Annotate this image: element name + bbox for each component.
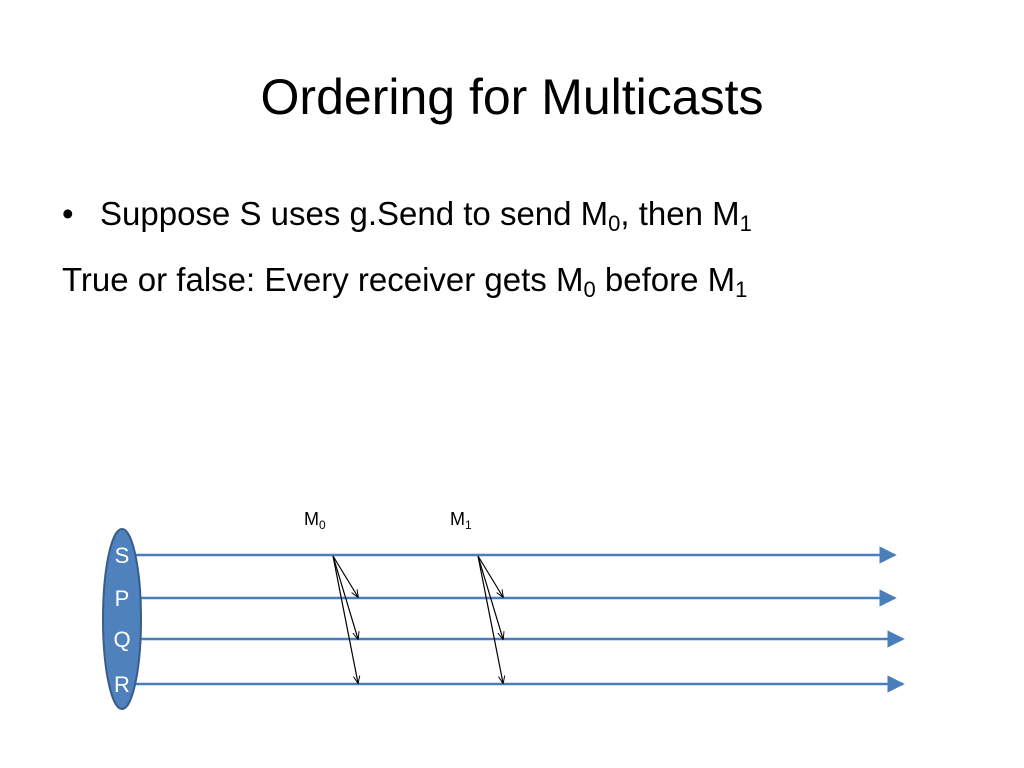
process-label-r: R bbox=[114, 672, 130, 697]
process-label-p: P bbox=[115, 586, 130, 611]
bullet-text-mid: , then M bbox=[620, 195, 740, 232]
question-line: True or false: Every receiver gets M0 be… bbox=[62, 256, 1002, 304]
bullet-dot-icon: • bbox=[62, 195, 74, 232]
question-text-mid: before M bbox=[595, 261, 736, 298]
question-sub-m1: 1 bbox=[735, 277, 748, 302]
message-m0: M0 bbox=[304, 509, 358, 683]
question-text-prefix: True or false: Every receiver gets M bbox=[62, 261, 584, 298]
timelines bbox=[135, 546, 905, 693]
message-arrow-m0-p bbox=[332, 555, 358, 597]
message-arrow-m1-q bbox=[477, 555, 503, 639]
message-arrow-m0-q bbox=[332, 555, 358, 639]
slide-body: •Suppose S uses g.Send to send M0, then … bbox=[62, 190, 1002, 304]
message-m1: M1 bbox=[450, 509, 503, 683]
bullet-sub-m0: 0 bbox=[608, 211, 621, 236]
process-group-oval bbox=[102, 528, 142, 710]
message-label-m0: M0 bbox=[304, 509, 326, 532]
bullet-sub-m1: 1 bbox=[739, 211, 752, 236]
process-label-q: Q bbox=[113, 627, 130, 652]
message-label-m1: M1 bbox=[450, 509, 472, 532]
bullet-text-prefix: Suppose S uses g.Send to send M bbox=[100, 195, 609, 232]
question-sub-m0: 0 bbox=[583, 277, 596, 302]
process-label-s: S bbox=[115, 543, 130, 568]
message-arrow-m1-p bbox=[477, 555, 503, 597]
bullet-item: • Suppose S uses g.Send to send M0, then … bbox=[62, 190, 1002, 238]
message-arrow-m0-r bbox=[332, 555, 358, 683]
process-labels: S P Q R bbox=[113, 543, 130, 697]
slide-title: Ordering for Multicasts bbox=[260, 69, 764, 125]
message-arrow-m1-r bbox=[477, 555, 503, 683]
